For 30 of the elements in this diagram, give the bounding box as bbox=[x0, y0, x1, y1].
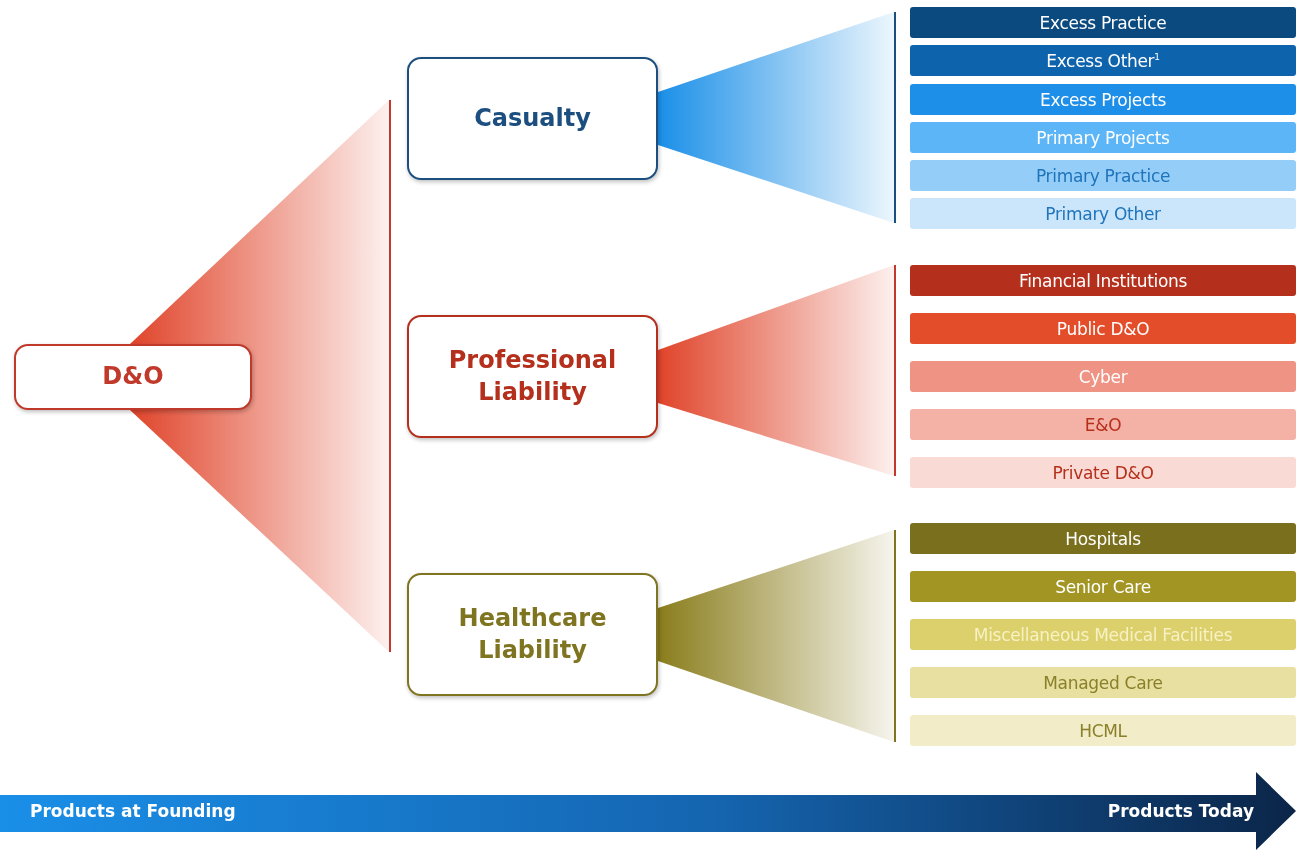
category-box: D&O bbox=[14, 344, 252, 410]
product-bar: HCML bbox=[910, 715, 1296, 746]
product-bar: Cyber bbox=[910, 361, 1296, 392]
product-bar: Public D&O bbox=[910, 313, 1296, 344]
category-box: Professional Liability bbox=[407, 315, 658, 438]
fan-connector bbox=[658, 265, 894, 476]
fan-connector bbox=[658, 12, 894, 223]
product-bar: Primary Other bbox=[910, 198, 1296, 229]
product-bar: E&O bbox=[910, 409, 1296, 440]
product-bar: Private D&O bbox=[910, 457, 1296, 488]
product-bar: Hospitals bbox=[910, 523, 1296, 554]
product-bar: Miscellaneous Medical Facilities bbox=[910, 619, 1296, 650]
product-bar: Financial Institutions bbox=[910, 265, 1296, 296]
product-bar: Senior Care bbox=[910, 571, 1296, 602]
vertical-line bbox=[894, 12, 896, 223]
product-bar: Primary Projects bbox=[910, 122, 1296, 153]
product-bar: Excess Practice bbox=[910, 7, 1296, 38]
fan-connector bbox=[130, 100, 389, 652]
category-box: Healthcare Liability bbox=[407, 573, 658, 696]
product-bar: Excess Projects bbox=[910, 84, 1296, 115]
vertical-line bbox=[894, 265, 896, 476]
product-bar: Primary Practice bbox=[910, 160, 1296, 191]
vertical-line bbox=[894, 530, 896, 742]
product-bar: Managed Care bbox=[910, 667, 1296, 698]
vertical-line bbox=[389, 100, 391, 652]
product-bar: Excess Other$^{1}$ bbox=[910, 45, 1296, 76]
category-box: Casualty bbox=[407, 57, 658, 180]
axis-start-label: Products at Founding bbox=[30, 801, 236, 821]
axis-end-label: Products Today bbox=[1107, 801, 1254, 821]
fan-connector bbox=[658, 530, 894, 742]
